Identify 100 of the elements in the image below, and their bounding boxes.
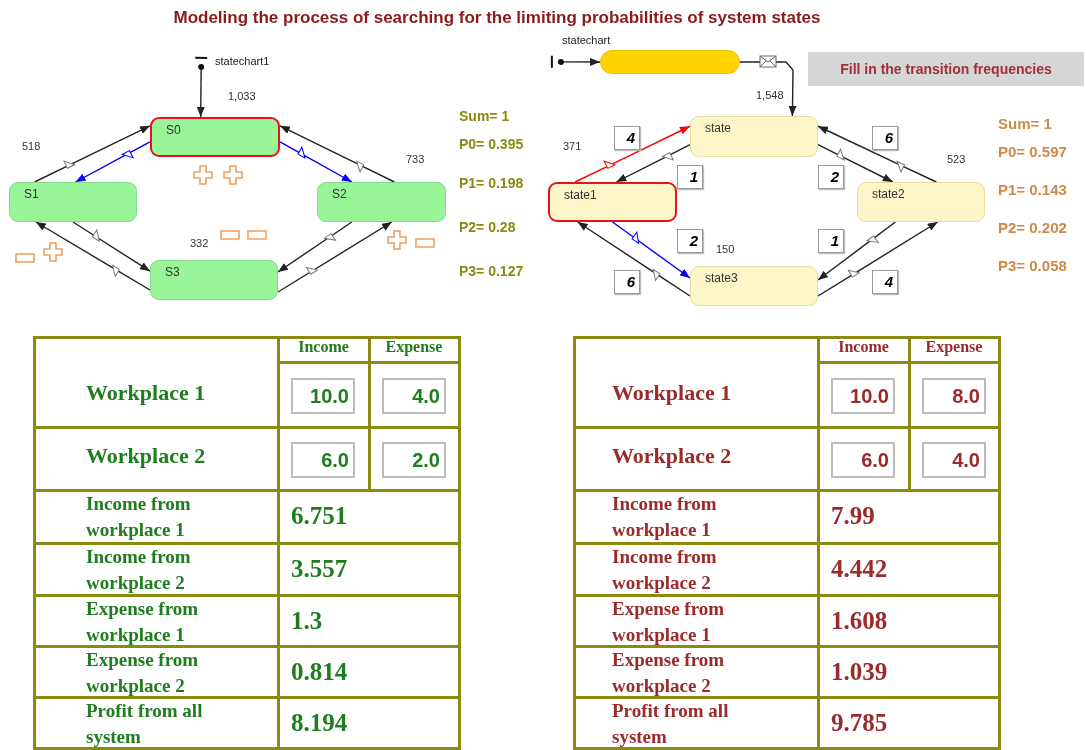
value-text: 6.751 [291,502,348,530]
statechart-name: statechart [549,34,615,68]
transition-arrow [277,221,353,273]
state-box [690,266,818,306]
transition-arrow [611,221,691,279]
title: Modeling the process of searching for the limiting probabilities of system states [172,8,822,28]
transition-arrow [279,125,396,183]
row-header: Workplace 2 [86,443,206,469]
input-field: 2 [677,229,703,253]
state-name: S1 [23,186,39,201]
rounded-bar [600,50,740,74]
state-name: S2 [331,186,347,201]
probability-text: P0= 0.597 [998,143,1067,160]
count-label: 523 [947,153,966,165]
input-field: 4.0 [922,441,986,478]
row-header: Income from workplace 2 [86,545,192,595]
transition-arrow [72,221,151,272]
transition-arrow [817,125,938,183]
transition-arrow [817,144,894,183]
input-field: 6 [872,126,898,150]
row-header: Expense from workplace 1 [612,597,726,647]
input-field: 8.0 [922,377,986,414]
probability-text: Sum= 1 [459,108,510,124]
fill-button: Fill in the transition frequencies [808,52,1084,86]
transition-arrow [615,144,691,183]
input-field: 10.0 [291,377,355,414]
state-box [317,182,446,222]
row-header: Workplace 2 [612,443,732,469]
input-field: 6.0 [831,441,895,478]
state-box [9,182,137,222]
input-field: 1 [677,165,703,189]
transition-arrow [74,141,151,183]
transition-arrow [33,125,151,183]
row-header: Expense from workplace 2 [86,648,200,698]
column-header: Income [297,338,350,356]
row-header: Profit from all system [612,699,730,749]
transition-arrow [576,221,691,297]
count-label: 332 [190,237,209,249]
row-header: Workplace 1 [86,380,206,406]
probability-text: P2= 0.28 [459,219,516,235]
value-text: 1.3 [291,607,323,635]
input-field: 1 [818,229,844,253]
input-field: 4 [872,270,898,294]
value-text: 7.99 [831,502,875,530]
row-header: Income from workplace 2 [612,545,718,595]
state-box [150,117,280,157]
row-header: Income from workplace 1 [612,492,718,542]
probability-text: P3= 0.127 [459,263,524,279]
row-header: Expense from workplace 1 [86,597,200,647]
input-field: 4 [614,126,640,150]
probability-text: P1= 0.143 [998,181,1067,198]
state-box [150,260,278,300]
value-text: 3.557 [291,555,348,583]
probability-text: P3= 0.058 [998,257,1067,274]
column-header: Income [837,338,890,356]
count-label: 518 [22,140,41,152]
value-text: 4.442 [831,555,888,583]
transition-arrow [279,141,353,183]
value-text: 1.039 [831,658,888,686]
arrow [550,54,601,69]
probability-text: P1= 0.198 [459,175,524,191]
probability-text: Sum= 1 [998,115,1052,132]
transition-arrow [574,125,691,183]
state-box [690,116,818,157]
input-field: 6 [614,270,640,294]
input-field: 2.0 [382,441,446,478]
row-header: Profit from all system [86,699,204,749]
transition-arrow [817,221,897,281]
column-header: Expense [384,338,444,356]
column-header: Expense [924,338,984,356]
state-name: S3 [164,264,180,279]
row-header: Workplace 1 [612,380,732,406]
count-label: 733 [406,153,425,165]
count-label: 371 [563,140,582,152]
row-header: Income from workplace 1 [86,492,192,542]
transition-arrow [277,221,393,293]
statechart-name: statechart1 [195,55,277,72]
state-name: S0 [165,122,181,137]
state-box [857,182,985,222]
state-name: state2 [871,186,905,201]
state-name: state3 [704,270,738,285]
value-text: 8.194 [291,709,348,737]
input-field: 4.0 [382,377,446,414]
state-name: state1 [563,187,597,202]
count-label: 1,033 [228,90,256,102]
state-box [548,182,677,222]
probability-text: P0= 0.395 [459,136,524,152]
row-header: Expense from workplace 2 [612,648,726,698]
value-text: 0.814 [291,658,348,686]
input-field: 6.0 [291,441,355,478]
probability-text: P2= 0.202 [998,219,1067,236]
count-label: 150 [716,243,735,255]
arrow [739,61,797,117]
state-name: state [704,120,731,135]
transition-arrow [35,221,151,291]
count-label: 1,548 [756,89,784,101]
transition-arrow [817,221,939,297]
value-text: 1.608 [831,607,888,635]
arrow [194,56,209,118]
value-text: 9.785 [831,709,888,737]
